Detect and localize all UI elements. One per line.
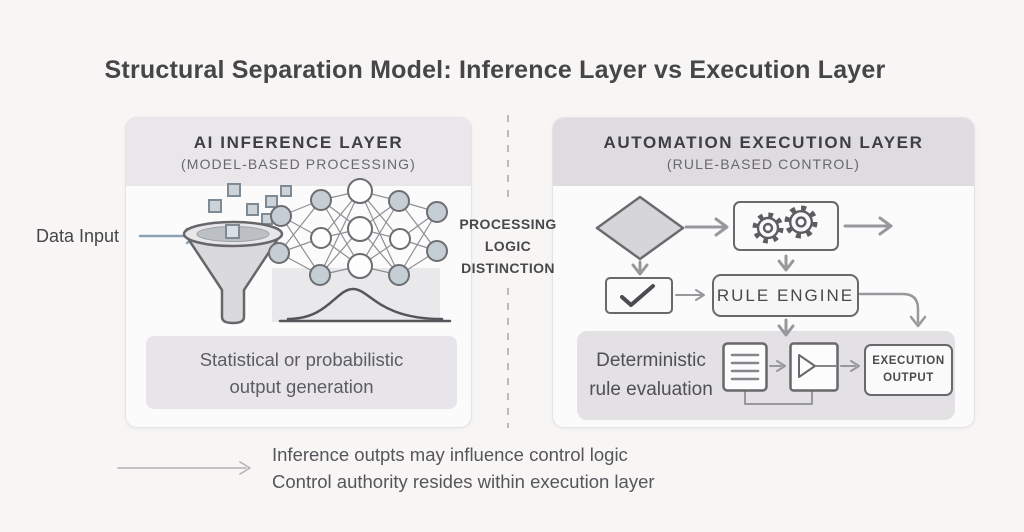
exec-output-line1: EXECUTION [872,355,945,367]
legend-line1: Inference outpts may influence control l… [272,444,628,465]
divider-label-line2: LOGIC [484,238,532,254]
execution-layer-subtitle: (RULE-BASED CONTROL) [666,155,861,172]
divider-label-line3: DISTINCTION [461,260,555,276]
eval-caption-line2: rule evaluation [589,379,713,400]
document-icon [722,342,768,392]
divider-label-line1: PROCESSING [459,216,557,232]
processing-logic-distinction-label: PROCESSING LOGIC DISTINCTION [445,213,571,279]
gears-icon [752,205,818,244]
legend-line2: Control authority resides within executi… [272,471,655,492]
stat-caption-line2: output generation [229,375,374,397]
stat-caption-line1: Statistical or probabilistic [199,348,404,370]
validation-check-box [605,277,673,314]
legend-arrow [117,461,251,475]
inference-layer-title: AI INFERENCE LAYER [193,132,404,152]
statistical-output-caption: Statistical or probabilistic output gene… [146,336,457,409]
page-title: Structural Separation Model: Inference L… [104,56,886,84]
gears-process-box [733,201,839,251]
execution-output-box: EXECUTION OUTPUT [864,344,953,396]
deterministic-evaluation-caption: Deterministic rule evaluation [581,345,721,405]
data-input-label: Data Input [36,226,120,246]
execution-layer-header: AUTOMATION EXECUTION LAYER (RULE-BASED C… [553,118,974,186]
checkmark-icon [620,284,655,307]
merge-gate-icon [789,342,839,392]
inference-layer-subtitle: (MODEL-BASED PROCESSING) [181,155,416,172]
exec-output-line2: OUTPUT [883,372,934,384]
execution-layer-title: AUTOMATION EXECUTION LAYER [603,132,924,152]
inference-layer-header: AI INFERENCE LAYER (MODEL-BASED PROCESSI… [126,118,471,186]
eval-caption-line1: Deterministic [596,350,706,371]
rule-engine-box: RULE ENGINE [712,274,859,317]
